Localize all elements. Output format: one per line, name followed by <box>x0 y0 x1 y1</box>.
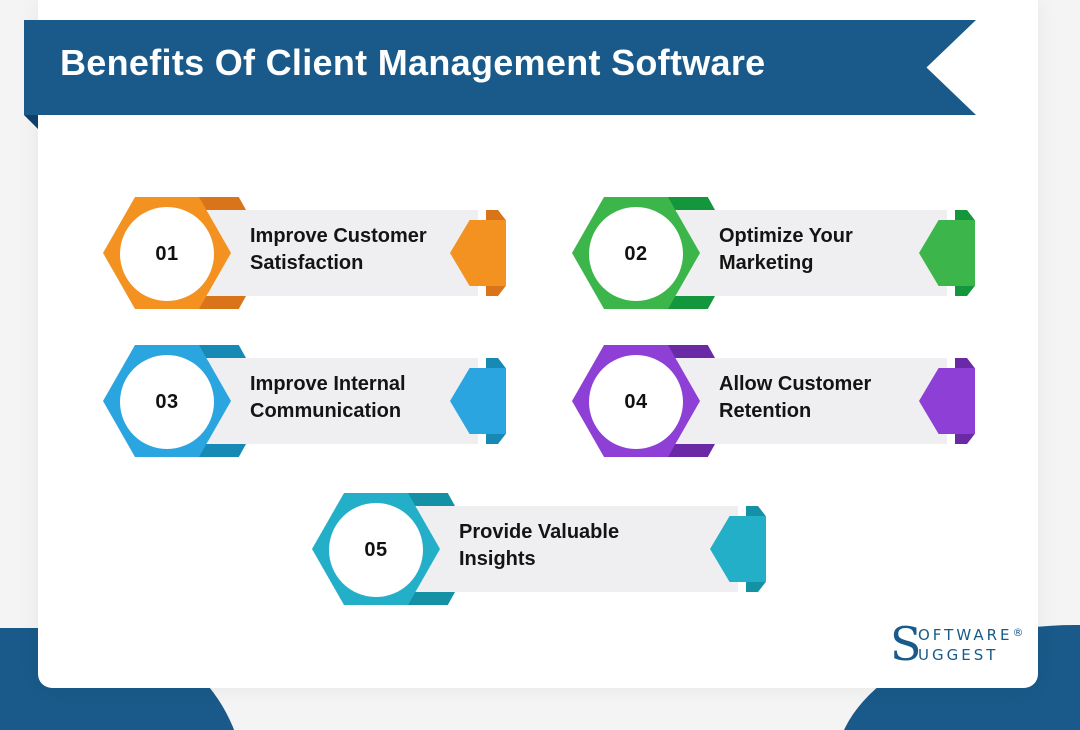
benefit-item-5: 05 Provide Valuable Insights <box>312 493 768 605</box>
page-title: Benefits Of Client Management Software <box>60 42 766 83</box>
label-bar <box>677 358 947 444</box>
banner-fold <box>24 115 38 129</box>
tab-bottom <box>198 444 246 457</box>
benefit-item-3: 03 Improve Internal Communication <box>103 345 508 457</box>
benefit-item-2: 02 Optimize Your Marketing <box>572 197 977 309</box>
title-banner <box>24 20 976 115</box>
item-label: Optimize Your Marketing <box>719 225 853 274</box>
logo-line-2: UGGEST <box>918 646 999 664</box>
label-bar <box>677 210 947 296</box>
tab-bottom <box>667 444 715 457</box>
label-bar <box>208 358 478 444</box>
item-number: 01 <box>120 207 214 301</box>
logo-initial: S <box>890 617 922 671</box>
item-number: 03 <box>120 355 214 449</box>
tab-bottom <box>667 296 715 309</box>
label-bar <box>417 506 738 592</box>
item-label: Provide Valuable Insights <box>459 521 620 570</box>
registered-mark: ® <box>1012 626 1024 639</box>
tab-top <box>667 345 715 358</box>
softwaresuggest-logo: S OFTWARE® UGGEST <box>890 617 1030 671</box>
tab-top <box>667 197 715 210</box>
benefit-item-4: 04 Allow Customer Retention <box>572 345 977 457</box>
item-number: 04 <box>589 355 683 449</box>
item-label: Allow Customer Retention <box>719 373 872 422</box>
item-number: 02 <box>589 207 683 301</box>
tab-bottom <box>198 296 246 309</box>
logo-text-1: OFTWARE <box>918 626 1013 644</box>
tab-bottom <box>407 592 455 605</box>
item-label: Improve Internal Communication <box>250 373 406 422</box>
logo-line-1: OFTWARE® <box>918 626 1024 644</box>
item-number: 05 <box>329 503 423 597</box>
tab-top <box>407 493 455 506</box>
tab-top <box>198 197 246 210</box>
item-label: Improve Customer Satisfaction <box>250 225 427 274</box>
label-bar <box>208 210 478 296</box>
benefit-item-1: 01 Improve Customer Satisfaction <box>103 197 508 309</box>
tab-top <box>198 345 246 358</box>
